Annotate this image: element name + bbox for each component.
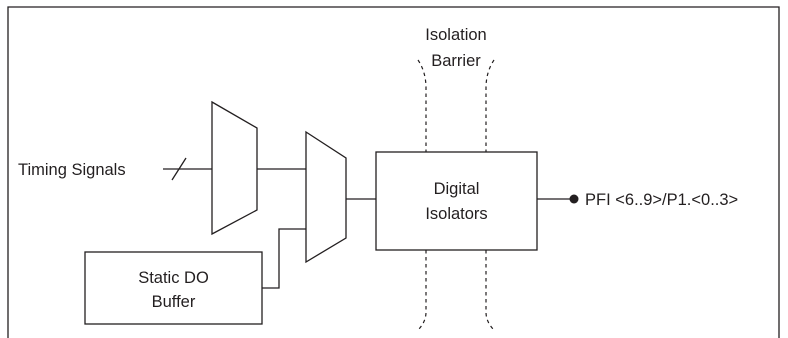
multiplexer-2	[305, 130, 347, 264]
buffer-to-mux2-wire	[262, 228, 306, 289]
digital-isolators-block	[375, 151, 538, 251]
isolation-barrier-left-top	[417, 59, 427, 152]
static-do-buffer-block	[84, 251, 263, 325]
isolation-barrier-label-line2: Barrier	[431, 52, 481, 70]
diagram-frame	[7, 6, 780, 338]
isolation-barrier-label-line1: Isolation	[425, 26, 486, 44]
static-do-buffer-label-line2: Buffer	[152, 293, 196, 311]
bus-slash-mark	[171, 157, 187, 181]
multiplexer-1	[211, 100, 258, 236]
static-do-buffer-label-line1: Static DO	[138, 269, 209, 287]
digital-isolators-label-line1: Digital	[434, 180, 480, 198]
output-terminal-dot	[569, 194, 579, 204]
isolation-barrier-left-bottom	[417, 250, 427, 331]
output-label: PFI <6..9>/P1.<0..3>	[585, 191, 738, 209]
isolation-barrier-right-bottom	[485, 250, 495, 331]
digital-isolators-label-line2: Isolators	[425, 205, 487, 223]
timing-signals-label: Timing Signals	[18, 161, 126, 179]
isolation-barrier-right-top	[485, 59, 495, 152]
